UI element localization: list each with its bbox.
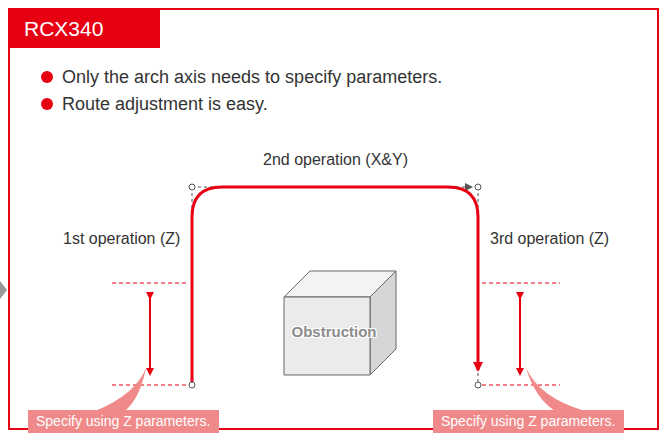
callout-tail — [526, 368, 585, 411]
panel-title-tab: RCX340 — [10, 10, 160, 48]
operation-label: 1st operation (Z) — [63, 229, 180, 249]
callout-text: Specify using Z parameters. — [36, 410, 210, 433]
z-level-lines — [112, 283, 560, 385]
cube-outline — [272, 263, 402, 378]
obstruction-block: Obstruction — [272, 263, 402, 378]
bullet-text: Only the arch axis needs to specify para… — [62, 66, 442, 88]
callout-text: Specify using Z parameters. — [441, 410, 615, 433]
path-points — [189, 184, 481, 388]
obstruction-label: Obstruction — [272, 323, 396, 340]
continuation-arrow — [0, 281, 7, 299]
operation-label: 3rd operation (Z) — [490, 229, 609, 249]
operation-label: 2nd operation (X&Y) — [263, 150, 408, 170]
callout-box: Specify using Z parameters. — [28, 410, 219, 433]
bullet-dot — [41, 71, 53, 83]
bullet-dot — [41, 98, 53, 110]
bullet-text: Route adjustment is easy. — [62, 93, 268, 115]
arch-path — [192, 187, 478, 385]
callout-tail — [95, 368, 146, 411]
callout-box: Specify using Z parameters. — [433, 410, 624, 433]
